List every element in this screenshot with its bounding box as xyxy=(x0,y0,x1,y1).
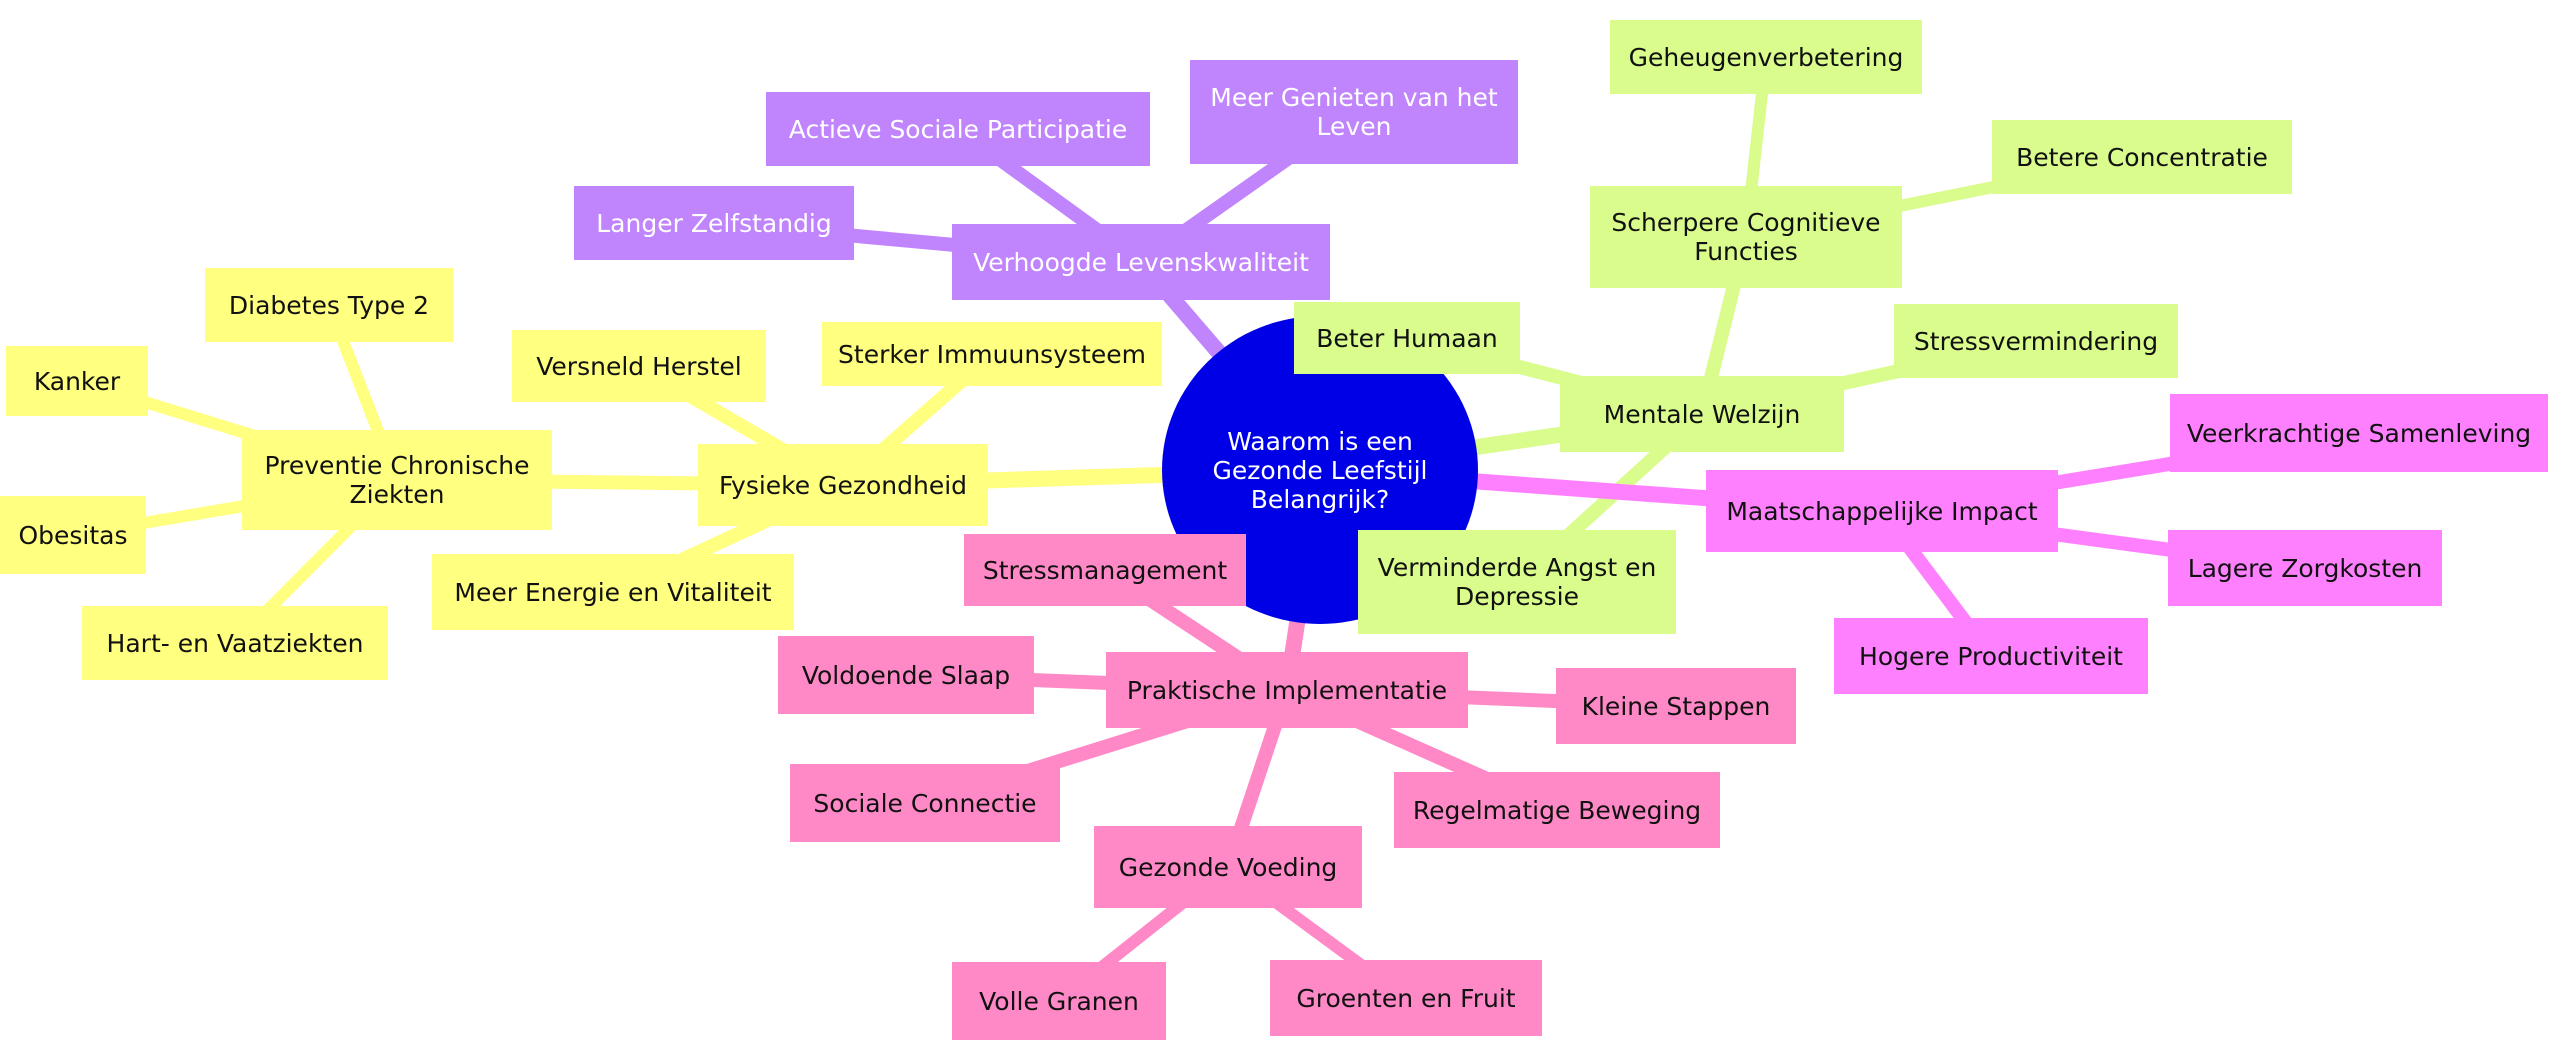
node-meer-energie-en-vitaliteit: Meer Energie en Vitaliteit xyxy=(432,554,794,630)
node-stressvermindering: Stressvermindering xyxy=(1894,304,2178,378)
node-veerkrachtige-samenleving: Veerkrachtige Samenleving xyxy=(2170,394,2548,472)
node-volle-granen: Volle Granen xyxy=(952,962,1166,1040)
node-preventie-chronische-ziekten: Preventie Chronische Ziekten xyxy=(242,430,552,530)
node-mentale-welzijn: Mentale Welzijn xyxy=(1560,376,1844,452)
node-scherpere-cognitieve-functies: Scherpere Cognitieve Functies xyxy=(1590,186,1902,288)
node-gezonde-voeding: Gezonde Voeding xyxy=(1094,826,1362,908)
node-diabetes-type-2: Diabetes Type 2 xyxy=(205,268,453,342)
node-verminderde-angst-en-depressie: Verminderde Angst en Depressie xyxy=(1358,530,1676,634)
node-meer-genieten-van-het-leven: Meer Genieten van het Leven xyxy=(1190,60,1518,164)
node-beter-humaan: Beter Humaan xyxy=(1294,302,1520,374)
node-kleine-stappen: Kleine Stappen xyxy=(1556,668,1796,744)
node-fysieke-gezondheid: Fysieke Gezondheid xyxy=(698,444,988,526)
node-versneld-herstel: Versneld Herstel xyxy=(512,330,766,402)
node-regelmatige-beweging: Regelmatige Beweging xyxy=(1394,772,1720,848)
node-voldoende-slaap: Voldoende Slaap xyxy=(778,636,1034,714)
root-node: Waarom is een Gezonde Leefstijl Belangri… xyxy=(1162,316,1478,624)
node-groenten-en-fruit: Groenten en Fruit xyxy=(1270,960,1542,1036)
node-kanker: Kanker xyxy=(6,346,148,416)
node-maatschappelijke-impact: Maatschappelijke Impact xyxy=(1706,470,2058,552)
node-sterker-immuunsysteem: Sterker Immuunsysteem xyxy=(822,322,1162,386)
node-hart-en-vaatziekten: Hart- en Vaatziekten xyxy=(82,606,388,680)
node-geheugenverbetering: Geheugenverbetering xyxy=(1610,20,1922,94)
node-verhoogde-levenskwaliteit: Verhoogde Levenskwaliteit xyxy=(952,224,1330,300)
node-betere-concentratie: Betere Concentratie xyxy=(1992,120,2292,194)
node-lagere-zorgkosten: Lagere Zorgkosten xyxy=(2168,530,2442,606)
node-praktische-implementatie: Praktische Implementatie xyxy=(1106,652,1468,728)
node-hogere-productiviteit: Hogere Productiviteit xyxy=(1834,618,2148,694)
node-sociale-connectie: Sociale Connectie xyxy=(790,764,1060,842)
node-langer-zelfstandig: Langer Zelfstandig xyxy=(574,186,854,260)
node-stressmanagement: Stressmanagement xyxy=(964,534,1246,606)
node-actieve-sociale-participatie: Actieve Sociale Participatie xyxy=(766,92,1150,166)
node-obesitas: Obesitas xyxy=(0,496,146,574)
